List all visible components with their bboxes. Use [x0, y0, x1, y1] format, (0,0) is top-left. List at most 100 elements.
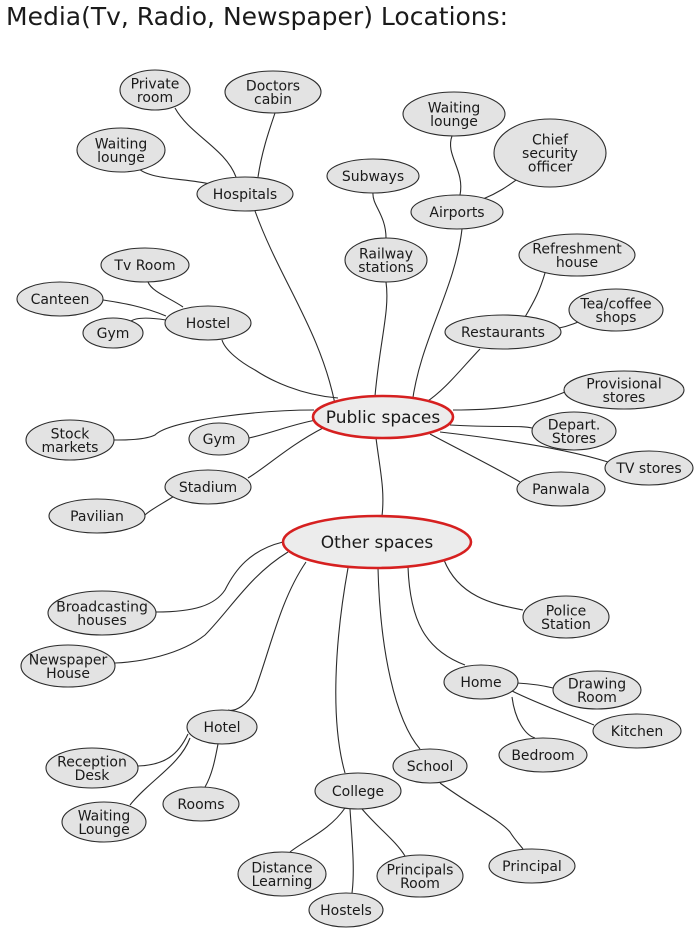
node-label: houses: [77, 613, 127, 629]
connector-airports-to-airport_waiting_lounge: [450, 135, 462, 196]
node-other-spaces: Other spaces: [281, 514, 473, 570]
node-label: Principals: [387, 862, 454, 878]
node-label: stations: [358, 260, 413, 276]
node-label: house: [556, 255, 598, 271]
node-label: Stadium: [179, 480, 237, 496]
node-label: Private: [131, 76, 180, 92]
node-tv-room: Tv Room: [100, 247, 190, 283]
node-label: Rooms: [177, 797, 224, 813]
node-bubble: [516, 471, 606, 507]
node-bubble: [119, 69, 191, 111]
node-label: security: [522, 146, 578, 162]
node-label: Bedroom: [511, 748, 574, 764]
node-label: markets: [42, 440, 99, 456]
node-bubble: [392, 748, 468, 784]
connector-school-to-principal: [439, 782, 524, 850]
node-label: Hostel: [186, 316, 230, 332]
node-label: Hospitals: [213, 187, 277, 203]
connector-public_spaces-to-stock_markets: [113, 409, 315, 441]
node-bubble: [402, 91, 506, 137]
node-bubble: [311, 394, 455, 440]
connector-home-to-bedroom: [511, 696, 536, 739]
connector-public_spaces-to-hospitals: [254, 210, 336, 405]
node-label: Lounge: [78, 822, 129, 838]
node-school: School: [392, 748, 468, 784]
node-label: Waiting: [95, 136, 148, 152]
node-bubble: [410, 194, 504, 230]
node-label: Stock: [51, 426, 91, 442]
node-label: officer: [528, 160, 572, 176]
connector-public_spaces-to-stadium: [247, 427, 324, 479]
connector-stadium-to-pavilian: [144, 494, 177, 516]
connector-college-to-distance_learning: [289, 807, 346, 853]
connector-public_spaces-to-railway_stations: [374, 281, 388, 397]
node-bubble: [100, 247, 190, 283]
node-label: Distance: [251, 860, 312, 876]
node-subways: Subways: [326, 158, 420, 194]
node-label: Room: [577, 690, 617, 706]
node-label: Drawing: [568, 676, 626, 692]
node-label: Home: [460, 675, 501, 691]
node-bubble: [76, 127, 166, 173]
connector-other_spaces-to-home: [407, 566, 466, 666]
connector-hospitals-to-doctors_cabin: [257, 112, 276, 178]
page-title: Media(Tv, Radio, Newspaper) Locations:: [6, 2, 509, 31]
node-bubble: [61, 801, 147, 843]
node-bubble: [488, 848, 576, 884]
node-label: Principal: [502, 859, 562, 875]
node-bubble: [563, 370, 685, 410]
node-bubble: [498, 737, 588, 773]
node-layer: PrivateroomDoctorscabinWaitingloungeHosp…: [16, 69, 694, 928]
connector-hospitals-to-hospital_waiting_lounge: [137, 167, 211, 185]
node-hostel: Hostel: [164, 305, 252, 341]
node-label: lounge: [430, 114, 478, 130]
node-label: Tv Room: [113, 258, 175, 274]
connector-hostel-to-tv_room: [147, 281, 184, 308]
node-label: Subways: [342, 169, 404, 185]
node-bubble: [604, 450, 694, 486]
node-rooms: Rooms: [162, 786, 240, 822]
connector-other_spaces-to-broadcasting_houses: [155, 541, 284, 613]
node-label: Station: [541, 617, 591, 633]
node-label: Tea/coffee: [579, 296, 651, 312]
node-bubble: [308, 892, 384, 928]
node-tv-stores: TV stores: [604, 450, 694, 486]
node-bubble: [493, 118, 607, 188]
node-bubble: [162, 786, 240, 822]
node-label: Gym: [97, 326, 130, 342]
node-bubble: [237, 851, 327, 897]
connector-public_spaces-to-airports: [411, 228, 463, 405]
node-label: cabin: [254, 92, 292, 108]
node-bubble: [592, 713, 682, 749]
node-public-spaces: Public spaces: [311, 394, 455, 440]
node-hostel-gym: Gym: [82, 317, 144, 349]
node-bubble: [444, 314, 562, 350]
connector-public_spaces-to-panwala: [429, 433, 521, 483]
node-label: Newspaper: [29, 652, 108, 668]
node-label: room: [137, 90, 173, 106]
connector-college-to-principals_room: [361, 808, 406, 857]
node-college: College: [314, 772, 402, 810]
node-label: Hostels: [320, 903, 372, 919]
node-bubble: [82, 317, 144, 349]
node-label: Doctors: [246, 78, 300, 94]
connector-public_spaces-to-hostel: [221, 339, 339, 399]
node-bubble: [20, 644, 116, 688]
node-restaurants: Restaurants: [444, 314, 562, 350]
node-bubble: [552, 670, 642, 710]
node-bubble: [443, 664, 519, 700]
node-bubble: [314, 772, 402, 810]
node-bubble: [47, 590, 157, 636]
node-airports: Airports: [410, 194, 504, 230]
node-label: Public spaces: [326, 408, 441, 428]
node-canteen: Canteen: [16, 281, 104, 317]
